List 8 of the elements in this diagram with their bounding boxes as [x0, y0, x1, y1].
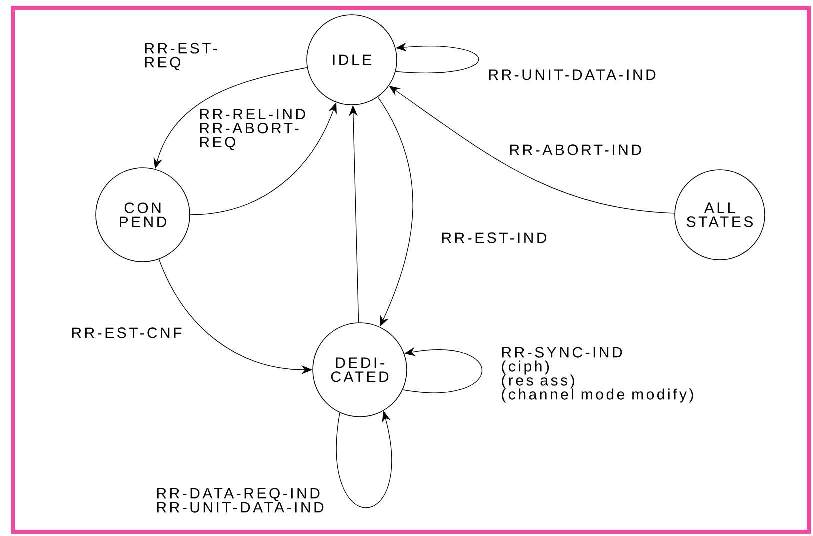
- edge-label: RR-DATA-REQ-IND RR-UNIT-DATA-IND: [157, 488, 324, 513]
- edge-label: RR-SYNC-IND (ciph) (res ass) (channel mode modify): [502, 347, 694, 403]
- edge-label: RR-ABORT-IND: [510, 144, 642, 156]
- edge-label: RR-EST- REQ: [145, 43, 218, 70]
- edge-label: RR-EST-CNF: [72, 328, 182, 338]
- edge-label: RR-EST-IND: [442, 232, 547, 244]
- edge-label: RR-REL-IND RR-ABORT- REQ: [200, 109, 306, 150]
- edge-label: RR-UNIT-DATA-IND: [489, 70, 656, 80]
